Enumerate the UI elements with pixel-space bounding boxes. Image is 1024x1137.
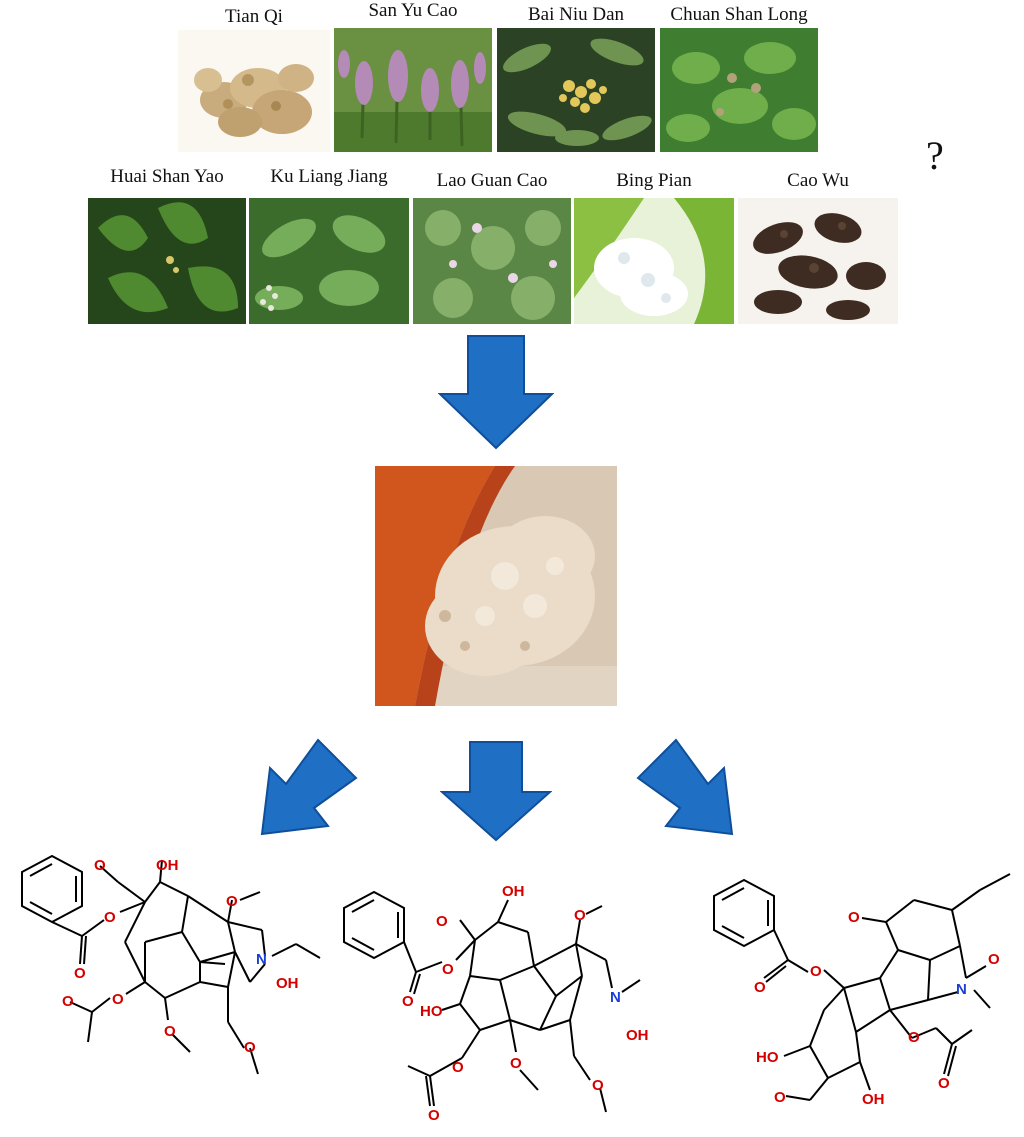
borneol-crystals-photo: [574, 198, 734, 324]
atom-label: O: [452, 1059, 464, 1076]
atom-label: O: [592, 1077, 604, 1094]
atom-label: OH: [502, 883, 525, 900]
atom-label: O: [510, 1055, 522, 1072]
atom-label: O: [112, 991, 124, 1008]
herb-label: Lao Guan Cao: [436, 170, 548, 191]
atom-label: N: [956, 981, 967, 998]
atom-label: O: [74, 965, 86, 982]
atom-label: O: [810, 963, 822, 980]
molecule-left: OH O O O O O N OH O O O O: [21, 854, 321, 1075]
atom-label: O: [442, 961, 454, 978]
molecule-middle: OH O O O HO O O O N OH O O: [343, 883, 649, 1124]
atom-label: O: [164, 1023, 176, 1040]
ginseng-root-photo: [178, 30, 330, 152]
herb-label: Cao Wu: [787, 170, 849, 191]
dried-root-photo: [738, 198, 898, 324]
atom-label: N: [256, 951, 267, 968]
atom-label: O: [104, 909, 116, 926]
atom-label: OH: [156, 857, 179, 874]
herb-lao-guan-cao: Lao Guan Cao: [413, 164, 571, 324]
down-right-arrow-icon: [636, 738, 734, 836]
atom-label: OH: [862, 1091, 885, 1108]
purple-flower-plant-photo: [334, 28, 492, 152]
atom-label: HO: [420, 1003, 443, 1020]
yellow-flower-plant-photo: [497, 28, 655, 152]
herb-huai-shan-yao: Huai Shan Yao: [88, 164, 246, 324]
herb-tian-qi: Tian Qi: [178, 0, 330, 152]
atom-label: OH: [626, 1027, 649, 1044]
green-vine-photo: [660, 28, 818, 152]
atom-label: OH: [276, 975, 299, 992]
herb-label: Bai Niu Dan: [527, 4, 625, 25]
geranium-plant-photo: [413, 198, 571, 324]
herb-bing-pian: Bing Pian: [574, 164, 734, 324]
yam-leaves-photo: [88, 198, 246, 324]
herb-cao-wu: Cao Wu: [738, 164, 898, 324]
herb-chuan-shan-long: Chuan Shan Long: [660, 0, 818, 152]
atom-label: O: [94, 857, 106, 874]
herb-label: San Yu Cao: [368, 0, 458, 21]
question-mark: ?: [926, 133, 944, 178]
atom-label: O: [402, 993, 414, 1010]
atom-label: HO: [756, 1049, 779, 1066]
herb-label: Huai Shan Yao: [110, 166, 224, 187]
down-arrow-icon: [440, 741, 552, 842]
herb-label: Tian Qi: [225, 6, 283, 27]
atom-label: O: [774, 1089, 786, 1106]
atom-label: O: [848, 909, 860, 926]
green-plant-photo: [249, 198, 409, 324]
atom-label: O: [988, 951, 1000, 968]
herb-ku-liang-jiang: Ku Liang Jiang: [249, 164, 409, 324]
herb-label: Ku Liang Jiang: [270, 166, 388, 187]
atom-label: O: [226, 893, 238, 910]
atom-label: O: [62, 993, 74, 1010]
powder-on-spoon-photo: [375, 466, 617, 706]
herb-label: Chuan Shan Long: [670, 4, 808, 25]
atom-label: O: [428, 1107, 440, 1124]
atom-label: O: [436, 913, 448, 930]
atom-label: O: [754, 979, 766, 996]
atom-label: N: [610, 989, 621, 1006]
atom-label: O: [244, 1039, 256, 1056]
herb-label: Bing Pian: [616, 170, 692, 191]
down-left-arrow-icon: [260, 738, 358, 836]
molecule-right: O O O O N O HO O O OH: [713, 873, 1011, 1108]
atom-label: O: [938, 1075, 950, 1092]
herb-san-yu-cao: San Yu Cao: [334, 0, 492, 152]
down-arrow-icon: [438, 335, 554, 450]
atom-label: O: [908, 1029, 920, 1046]
herb-bai-niu-dan: Bai Niu Dan: [497, 0, 655, 152]
atom-label: O: [574, 907, 586, 924]
